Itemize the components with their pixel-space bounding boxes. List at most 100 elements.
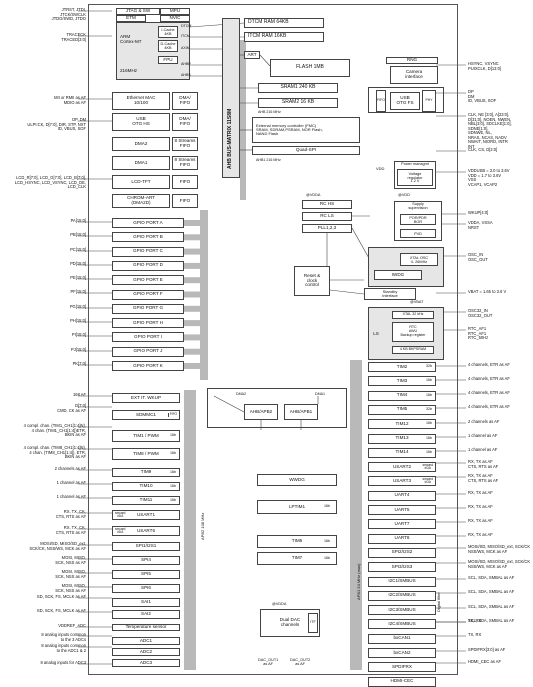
apb1-uart5: UART5 [368, 505, 436, 515]
right-signal: RX, TX as AF CTS, RTS as AF [468, 459, 499, 469]
periph-name: TIM8 / PWM [133, 450, 159, 456]
periph-name: I2C3/SMBUS [388, 606, 416, 612]
apb1-bus-label: APB1 54 MHz (max) [356, 563, 361, 600]
core-frequency: 216MHz [120, 68, 138, 73]
gpio-port-g: GPIO PORT G [112, 303, 184, 314]
apb2-spi5: SPI5 [112, 570, 180, 579]
mpu-block: MPU [160, 8, 190, 15]
fmc-controller: External memory controller (FMC) SRAM, S… [252, 117, 360, 143]
periph-bits: 32b [426, 364, 432, 369]
periph-name: UART4 [394, 492, 410, 498]
left-signal: PJ[15:0] [70, 347, 86, 352]
periph-name: USART6 [136, 527, 156, 533]
apb2-sai2: SAI2 [112, 610, 180, 619]
sram2: SRAM2 16 KB [258, 98, 338, 108]
right-signal: DP DM ID, VBUS, SOF [468, 89, 497, 103]
etm-block: ETM [116, 15, 146, 22]
bus-band [184, 348, 200, 355]
periph-name: SPDIFRX [392, 663, 412, 669]
left-signal: 8 analog inputs common to the 3 ADCs [41, 632, 86, 642]
apb1-uart7: UART7 [368, 519, 436, 530]
right-signal: TX, RX [468, 618, 482, 623]
gpio-port-d: GPIO PORT D [112, 260, 184, 271]
periph-name: USART3 [392, 477, 412, 483]
vdda-tag: @VDDA [306, 193, 321, 197]
gpio-port-c: GPIO PORT C [112, 246, 184, 257]
bus-band [184, 305, 200, 312]
apb1-bxcan2: bxCAN2 [368, 648, 436, 658]
ahb1-label: AHB1 216 MHz [256, 158, 281, 162]
fpu-block: FPU [158, 56, 178, 64]
bus-dtcm-tag: DTCM [181, 24, 192, 28]
quad-spi: Quad-SPI [252, 146, 360, 155]
periph-name: SPI1/I2S1 [135, 543, 157, 549]
periph-bits: 16b [426, 378, 432, 383]
gpio-port-e: GPIO PORT E [112, 275, 184, 286]
left-signal: D[7:0] CMD, CK as AF [57, 403, 86, 413]
right-signal: MOSI/SD, MISO/SD_ext, SCK/CK NSS/WS, MCK… [468, 559, 531, 569]
tim6-bits: 16b [324, 538, 330, 543]
lse-label: LS [373, 330, 379, 336]
supply-supervision-label: Supply supervision [408, 202, 428, 210]
periph-name: USART2 [392, 463, 412, 469]
periph-bits: 32b [426, 407, 432, 411]
bus-band [184, 320, 200, 327]
sram1: SRAM1 240 KB [258, 83, 338, 93]
periph-name: SPI4 [141, 557, 151, 563]
lcd-tft: LCD-TFT [112, 175, 170, 189]
periph-name: SPI2/I2S2 [391, 549, 413, 555]
reset-clock-control: Reset & clock control [294, 266, 330, 296]
periph-name: TIM1 / PWM [133, 432, 159, 438]
tim7-label: TIM7 [291, 555, 303, 561]
rtc-block: RTC AWU Backup register [392, 322, 434, 342]
left-signal: MOSI, MISO, SCK, NSS as AF [55, 555, 86, 565]
left-signal: TRACECK TRACED[3:0] [61, 32, 86, 42]
periph-name: bxCAN2 [393, 649, 411, 655]
right-signal: 4 channels, ETR as AF [468, 390, 510, 395]
periph-bits: 16b [426, 435, 432, 440]
right-signal: SCL, SDA, SMBAL as AF [468, 604, 515, 609]
lcd-fifo: FIFO [172, 175, 198, 189]
right-signal: CLK, NE [3:0], A[23:0], D[31:0], NOEN, N… [468, 112, 512, 149]
periph-bits: 16b [170, 497, 176, 502]
right-signal: HSYNC, VSYNC PUIXCLK, D[13:0] [468, 61, 501, 71]
bus-ahbs-tag: AHBS [181, 73, 191, 77]
left-signal: PE[15:0] [70, 275, 86, 280]
bus-matrix: AHB BUS-MATRIX 11S8M [222, 18, 240, 178]
periph-name: SAI1 [141, 599, 151, 605]
bus-band [240, 40, 246, 200]
gpio-port-i: GPIO PORT I [112, 332, 184, 343]
left-signal: 1 channel as AF [56, 494, 86, 499]
periph-name: bxCAN1 [393, 635, 411, 641]
periph-name: SPI6 [141, 585, 151, 591]
dac-itf: ITF [308, 613, 318, 633]
cortex-m7-label: ARM Cortex-M7 [120, 34, 142, 44]
apb1-i2c3-smbus: I2C3/SMBUS [368, 605, 436, 616]
left-signal: PB[15:0] [70, 232, 86, 237]
pll: PLL1,2,3 [302, 224, 352, 233]
right-signal: VDDUSB = 3.0 to 3.6V VDD = 1.7 to 3.6V V… [468, 168, 510, 187]
bus-band [184, 334, 200, 341]
right-signal: 1 channel as AF [468, 447, 498, 452]
periph-name: I2C4/SMBUS [388, 620, 416, 626]
left-signal: VDDREF_ADC [58, 623, 86, 628]
flash-memory: FLASH 1MB [270, 59, 350, 77]
rc-ls: RC LS [302, 212, 352, 221]
left-signal: SD, SCK, FS, MCLK as AF [36, 594, 86, 599]
left-signal: PG[15:0] [69, 304, 86, 309]
left-signal: PD[15:0] [70, 261, 86, 266]
bus-band [184, 248, 200, 255]
periph-name: EXT IT. WKUP [130, 394, 162, 400]
dma2-controller: DMA2 [112, 137, 170, 151]
left-signal: PF[15:0] [70, 289, 86, 294]
bus-band [184, 390, 196, 670]
periph-name: ADC1 [139, 637, 153, 643]
periph-name: SPI5 [141, 571, 151, 577]
chrom-fifo: FIFO [172, 194, 198, 208]
